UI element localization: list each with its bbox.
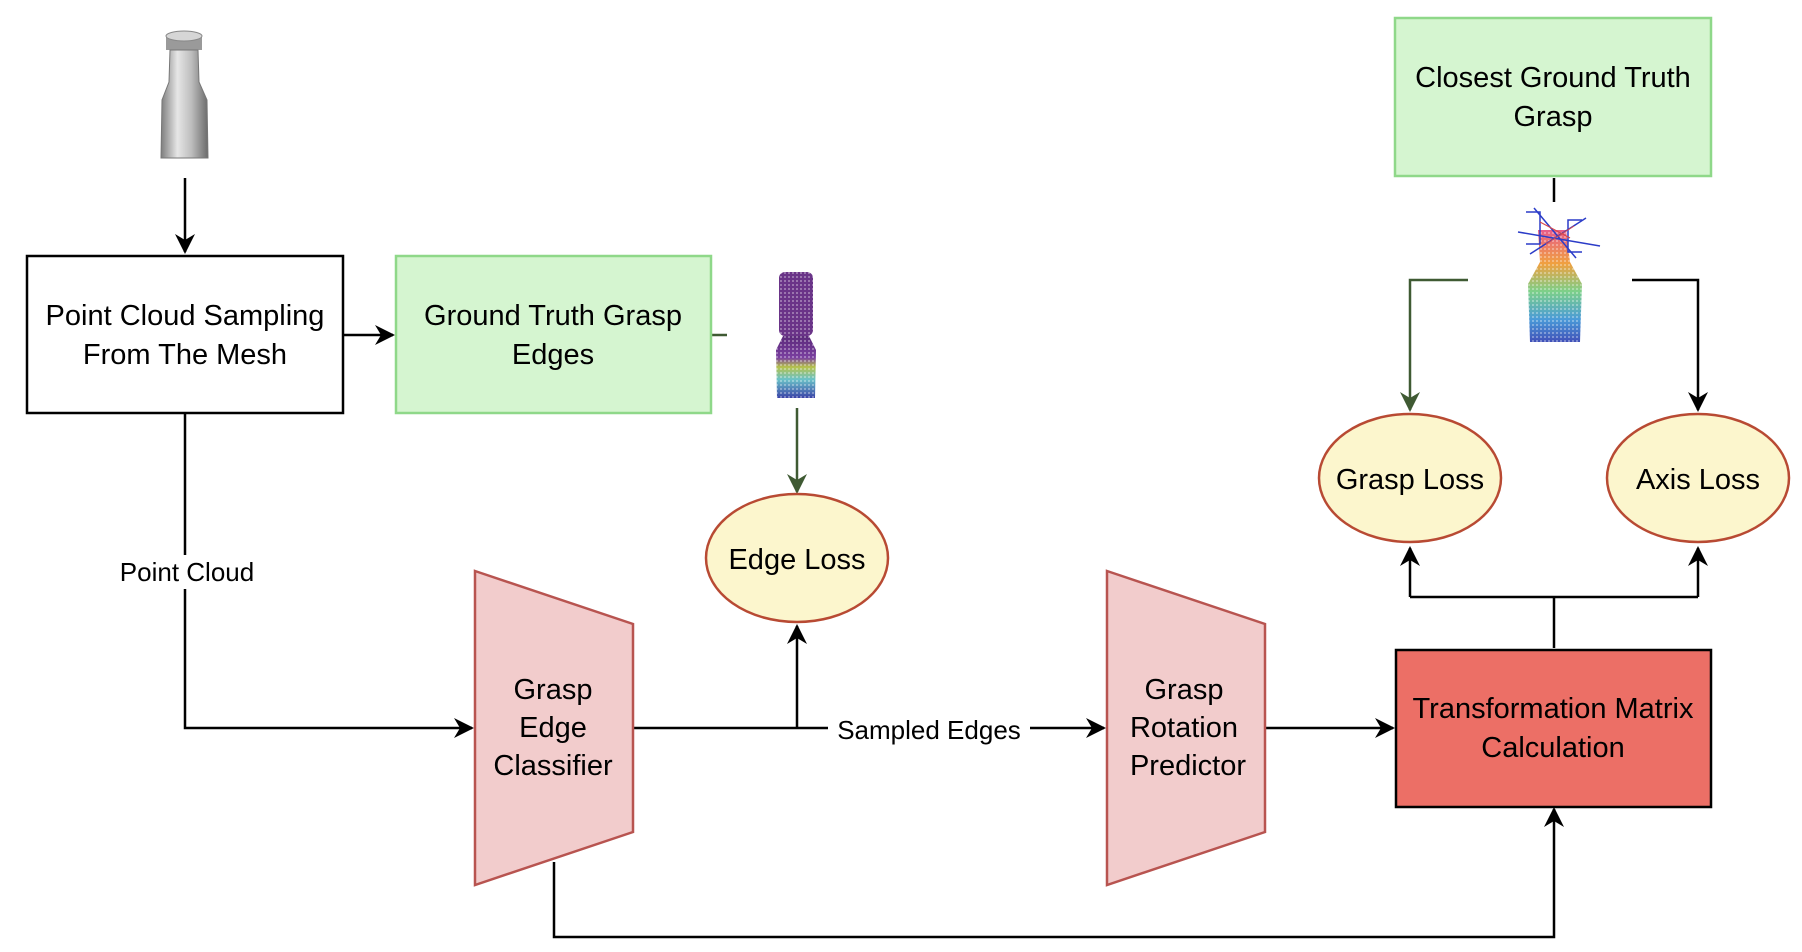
node-grasp-rotation-predictor-line1: Grasp <box>1145 674 1224 706</box>
node-grasp-rotation-predictor-line3: Predictor <box>1130 750 1246 782</box>
node-closest-ground-truth-grasp: Closest Ground Truth Grasp <box>1393 16 1713 178</box>
node-axis-loss-label: Axis Loss <box>1636 464 1760 496</box>
node-grasp-edge-classifier-line2: Edge <box>519 712 587 744</box>
arrow-classifier-bottom-to-transform <box>552 807 1564 939</box>
node-grasp-edge-classifier-line1: Grasp <box>514 674 593 706</box>
node-closest-ground-truth-grasp-line2: Grasp <box>1514 101 1593 133</box>
connectors <box>175 178 1708 939</box>
node-grasp-loss: Grasp Loss <box>1317 412 1503 544</box>
arrow-cloud-to-grasp-loss <box>1400 278 1468 412</box>
edge-point-cloud-icon <box>776 272 816 398</box>
node-transformation-matrix-calculation-line2: Calculation <box>1481 732 1624 764</box>
node-point-cloud-sampling: Point Cloud Sampling From The Mesh <box>25 254 345 415</box>
node-edge-loss: Edge Loss <box>704 492 890 624</box>
node-grasp-rotation-predictor-line2: Rotation <box>1130 712 1238 744</box>
grasp-point-cloud-icon <box>1517 207 1601 342</box>
node-point-cloud-sampling-line2: From The Mesh <box>83 339 287 371</box>
node-axis-loss: Axis Loss <box>1605 412 1791 544</box>
node-edge-loss-label: Edge Loss <box>728 544 865 576</box>
node-ground-truth-grasp-edges-line1: Ground Truth Grasp <box>424 300 682 332</box>
node-transformation-matrix-calculation: Transformation Matrix Calculation <box>1394 648 1713 809</box>
bottle-mesh-icon <box>160 30 209 159</box>
edge-label-point-cloud: Point Cloud <box>120 557 254 587</box>
node-ground-truth-grasp-edges: Ground Truth Grasp Edges <box>394 254 713 415</box>
arrow-point-cloud-to-classifier <box>183 413 474 738</box>
node-grasp-edge-classifier: Grasp Edge Classifier <box>473 569 635 887</box>
node-closest-ground-truth-grasp-line1: Closest Ground Truth <box>1415 62 1691 94</box>
node-point-cloud-sampling-line1: Point Cloud Sampling <box>46 300 325 332</box>
node-transformation-matrix-calculation-line1: Transformation Matrix <box>1413 693 1694 725</box>
node-ground-truth-grasp-edges-line2: Edges <box>512 339 594 371</box>
node-grasp-rotation-predictor: Grasp Rotation Predictor <box>1105 569 1267 887</box>
node-grasp-loss-label: Grasp Loss <box>1336 464 1484 496</box>
node-grasp-edge-classifier-line3: Classifier <box>493 750 613 782</box>
arrow-cloud-to-axis-loss <box>1632 278 1708 412</box>
edge-label-sampled-edges: Sampled Edges <box>837 715 1021 745</box>
